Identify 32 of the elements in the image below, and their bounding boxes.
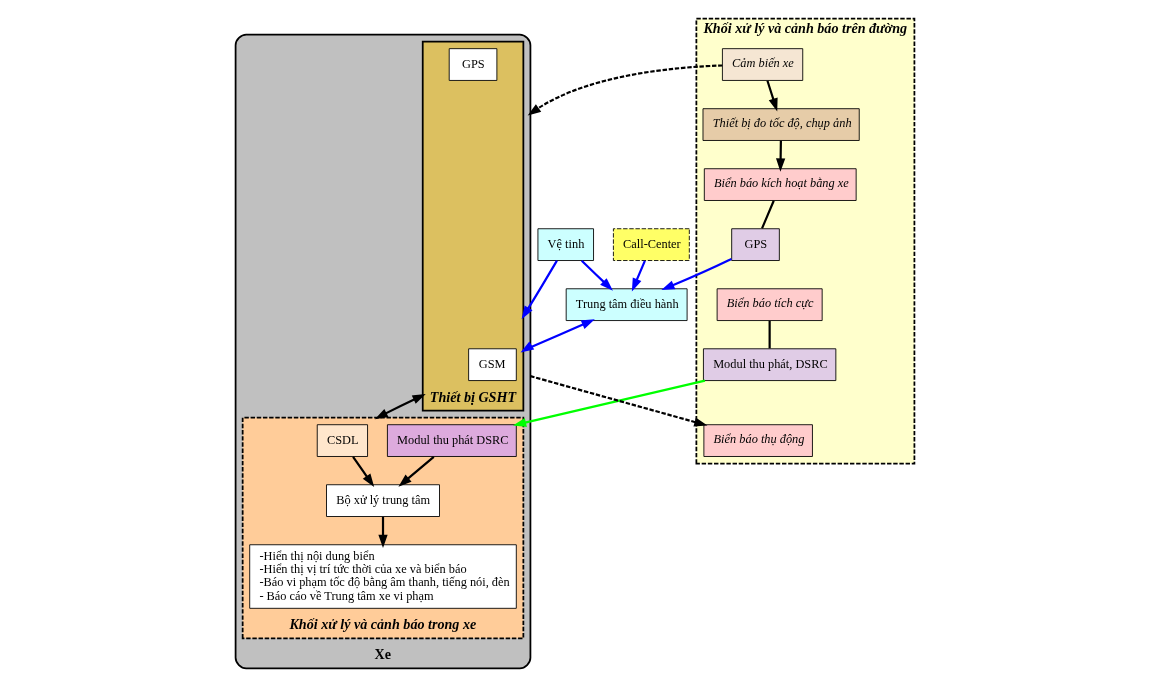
node-box: Trung tâm điều hành: [565, 288, 688, 321]
arrow: [765, 80, 778, 112]
node-box: Biển báo thụ động: [702, 424, 813, 457]
node-box: Cảm biến xe: [721, 48, 803, 81]
node-box: Vệ tinh: [537, 228, 594, 261]
node-box: Biển báo tích cực: [716, 288, 823, 321]
node-box: CSDL: [316, 424, 368, 457]
node-box: Call-Center: [612, 228, 690, 261]
arrow: [351, 456, 374, 488]
arrow: [397, 455, 434, 487]
node-box: GPS: [448, 48, 497, 81]
node-box: GSM: [467, 348, 517, 381]
node-box: GPS: [730, 228, 780, 261]
arrow: [374, 394, 426, 420]
arrow: [775, 140, 785, 172]
arrow: [660, 257, 732, 290]
node-box: Bộ xử lý trung tâm: [325, 484, 440, 517]
connector: [760, 200, 775, 229]
node-box: -Hiển thị nội dung biển -Hiển thị vị trí tức thời của xe và biển báo -Báo vi phạm tốc độ bằng âm thanh, tiếng nói, đèn - Báo cáo về Trung tâm xe vi phạm: [248, 544, 517, 609]
node-box: Modul thu phát, DSRC: [702, 348, 836, 381]
node-box: Biển báo kích hoạt bằng xe: [703, 168, 857, 201]
arrow: [377, 516, 388, 549]
node-box: Modul thu phát DSRC: [386, 424, 517, 457]
arrow: [580, 260, 613, 291]
arrow: [520, 319, 595, 353]
arrow: [521, 260, 558, 320]
arrow: [631, 260, 646, 292]
connector: [768, 320, 771, 349]
arrow: [512, 379, 705, 427]
arrow: [527, 64, 722, 116]
arrow: [529, 375, 707, 427]
node-box: Thiết bị đo tốc độ, chụp ảnh: [702, 108, 860, 141]
